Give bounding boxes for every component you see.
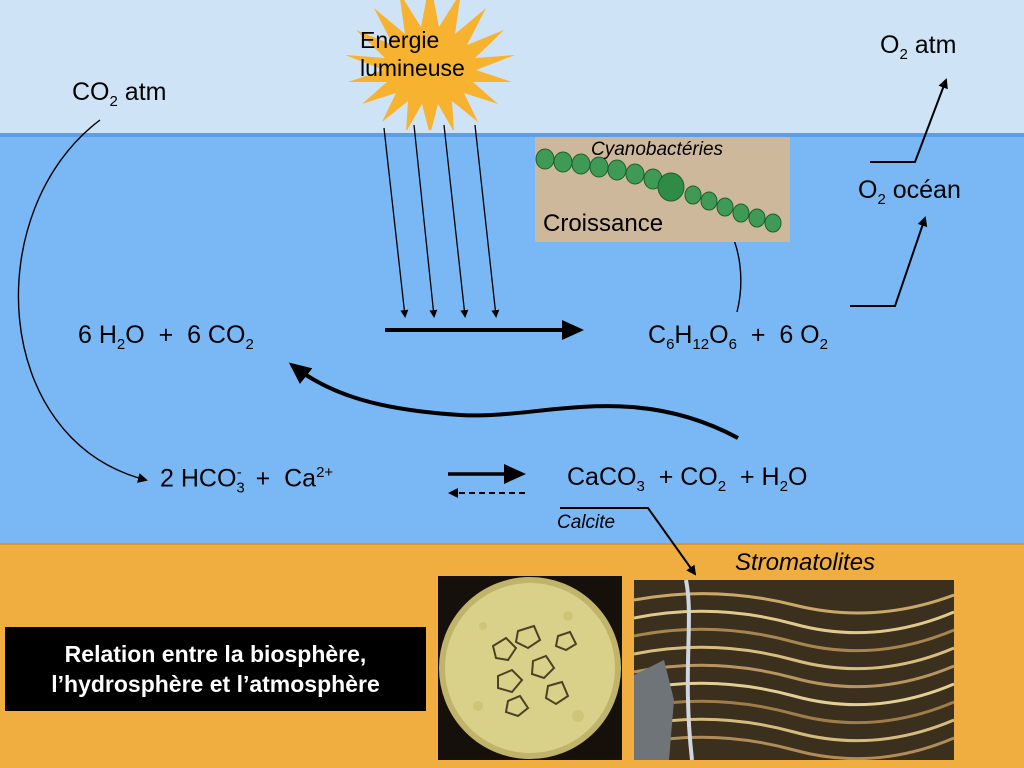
co2-atm-label: CO2 atm [72,78,167,110]
o2-release-arrow [850,216,928,307]
cyanobacteria-photo: Cyanobactéries Croissance [535,137,790,242]
calcite-caption: Calcite [557,512,616,533]
cyanobacteria-caption: Cyanobactéries [591,139,724,160]
light-rays [383,124,500,318]
title-line-1: Relation entre la biosphère, [64,641,367,667]
atmosphere-band [0,0,1024,133]
co2-recycle-arrow [288,362,739,440]
calcite-arrow [560,507,697,576]
o2-ocean-label: O2 océan [858,176,961,208]
photosynthesis-reactants: 6 H2O + 6 CO2 [78,321,254,353]
slide-title-box: Relation entre la biosphère, l’hydrosphè… [5,627,426,711]
growth-caption: Croissance [543,210,664,237]
o2-atm-label: O2 atm [880,31,957,63]
carbonate-products: CaCO3 + CO2 + H2O [567,463,808,495]
carbonate-reactants: 2 HCO3- + Ca2+ [160,464,334,497]
title-line-2: l’hydrosphère et l’atmosphère [51,671,380,697]
photosynthesis-products: C6H12O6 + 6 O2 [648,321,828,353]
stromatolites-photo [634,580,954,760]
co2-dissolution-arrow [17,119,148,483]
sun-icon [345,0,515,130]
stromatolites-caption: Stromatolites [735,549,876,576]
o2-degassing-arrow [870,78,948,163]
calcite-microscope-photo [438,576,622,760]
